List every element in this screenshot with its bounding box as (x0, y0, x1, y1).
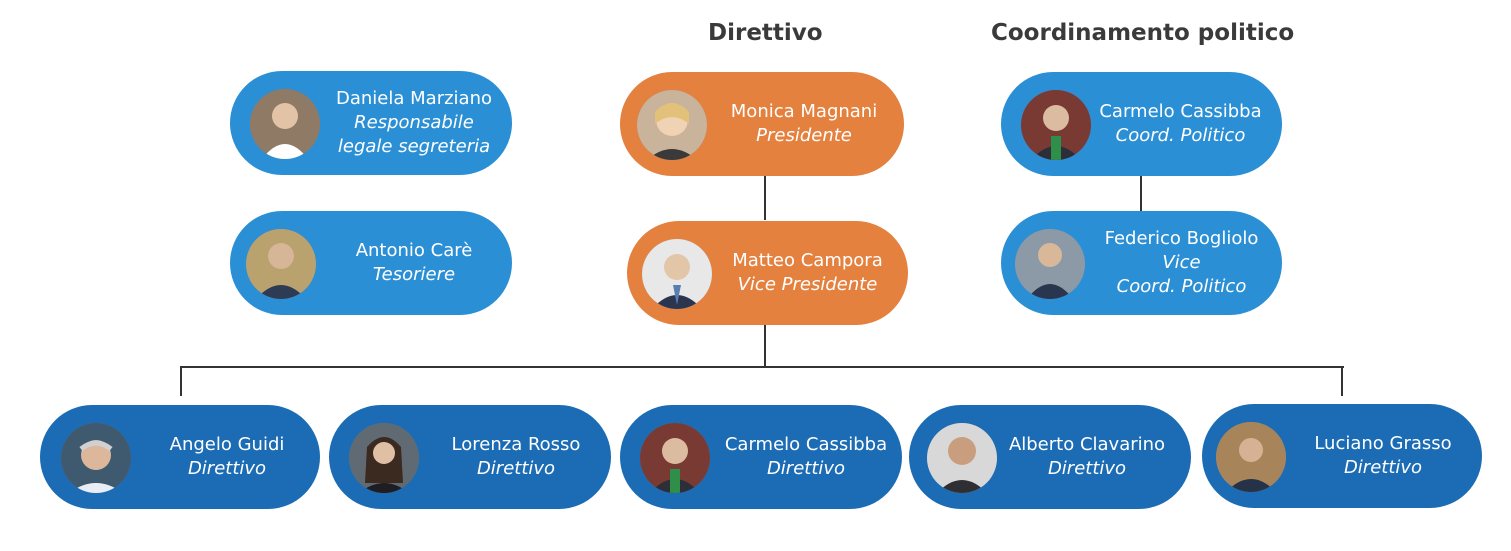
person-role: Direttivo (766, 458, 846, 479)
person-role: Responsabile (354, 112, 474, 133)
person-name: Alberto Clavarino (1008, 434, 1166, 455)
person-role: Vice Presidente (737, 274, 878, 295)
person-photo-icon (927, 423, 997, 493)
person-name: Antonio Carè (355, 240, 473, 261)
person-role: Direttivo (1047, 458, 1127, 479)
person-photo-icon (637, 90, 707, 160)
person-photo-icon (349, 423, 419, 493)
person-name: Carmelo Cassibba (1099, 101, 1262, 122)
heading-coordinamento-politico: Coordinamento politico (991, 20, 1295, 46)
person-photo-icon (246, 229, 316, 299)
person-photo-icon (642, 239, 712, 309)
person-photo-icon (1216, 422, 1286, 492)
person-photo-icon (1015, 229, 1085, 299)
connector-drop-right (1341, 366, 1343, 396)
person-photo-icon (250, 89, 320, 159)
person-role: Coord. Politico (1115, 125, 1246, 146)
person-card-lorenza-rosso: Lorenza Rosso Direttivo (329, 405, 611, 509)
person-name: Matteo Campora (732, 250, 883, 271)
person-card-luciano-grasso: Luciano Grasso Direttivo (1202, 404, 1482, 508)
person-role: Direttivo (476, 458, 556, 479)
person-name: Monica Magnani (730, 101, 878, 122)
person-card-alberto-clavarino: Alberto Clavarino Direttivo (909, 405, 1191, 509)
person-role-line-2: Coord. Politico (1116, 276, 1247, 297)
person-name: Lorenza Rosso (451, 434, 581, 455)
person-role: Vice (1162, 252, 1201, 273)
connector-coord-vice (1140, 176, 1142, 212)
person-name: Federico Bogliolo (1104, 228, 1259, 249)
person-card-antonio-care: Antonio Carè Tesoriere (230, 211, 512, 315)
connector-drop-left (180, 366, 182, 396)
person-name: Carmelo Cassibba (724, 434, 888, 455)
person-name: Angelo Guidi (169, 434, 285, 455)
person-role: Direttivo (1343, 457, 1423, 478)
person-card-angelo-guidi: Angelo Guidi Direttivo (40, 405, 320, 509)
person-role: Direttivo (187, 458, 267, 479)
person-role-line-2: legale segreteria (337, 136, 491, 157)
person-role: Presidente (756, 125, 852, 146)
person-name: Daniela Marziano (336, 88, 492, 109)
connector-horizontal-bar (180, 366, 1344, 368)
person-photo-icon (61, 423, 131, 493)
person-photo-icon (1021, 90, 1091, 160)
person-card-daniela-marziano: Daniela Marziano Responsabile legale seg… (230, 71, 512, 175)
person-name: Luciano Grasso (1314, 433, 1452, 454)
person-card-matteo-campora: Matteo Campora Vice Presidente (627, 221, 908, 325)
person-card-federico-bogliolo: Federico Bogliolo Vice Coord. Politico (1001, 211, 1282, 315)
connector-president-vice (764, 176, 766, 220)
person-card-carmelo-cassibba-coord: Carmelo Cassibba Coord. Politico (1001, 72, 1282, 176)
heading-direttivo: Direttivo (708, 20, 823, 46)
person-card-carmelo-cassibba: Carmelo Cassibba Direttivo (620, 405, 902, 509)
connector-vice-down (764, 325, 766, 367)
person-role: Tesoriere (372, 264, 456, 285)
person-photo-icon (640, 423, 710, 493)
person-card-monica-magnani: Monica Magnani Presidente (620, 72, 904, 176)
